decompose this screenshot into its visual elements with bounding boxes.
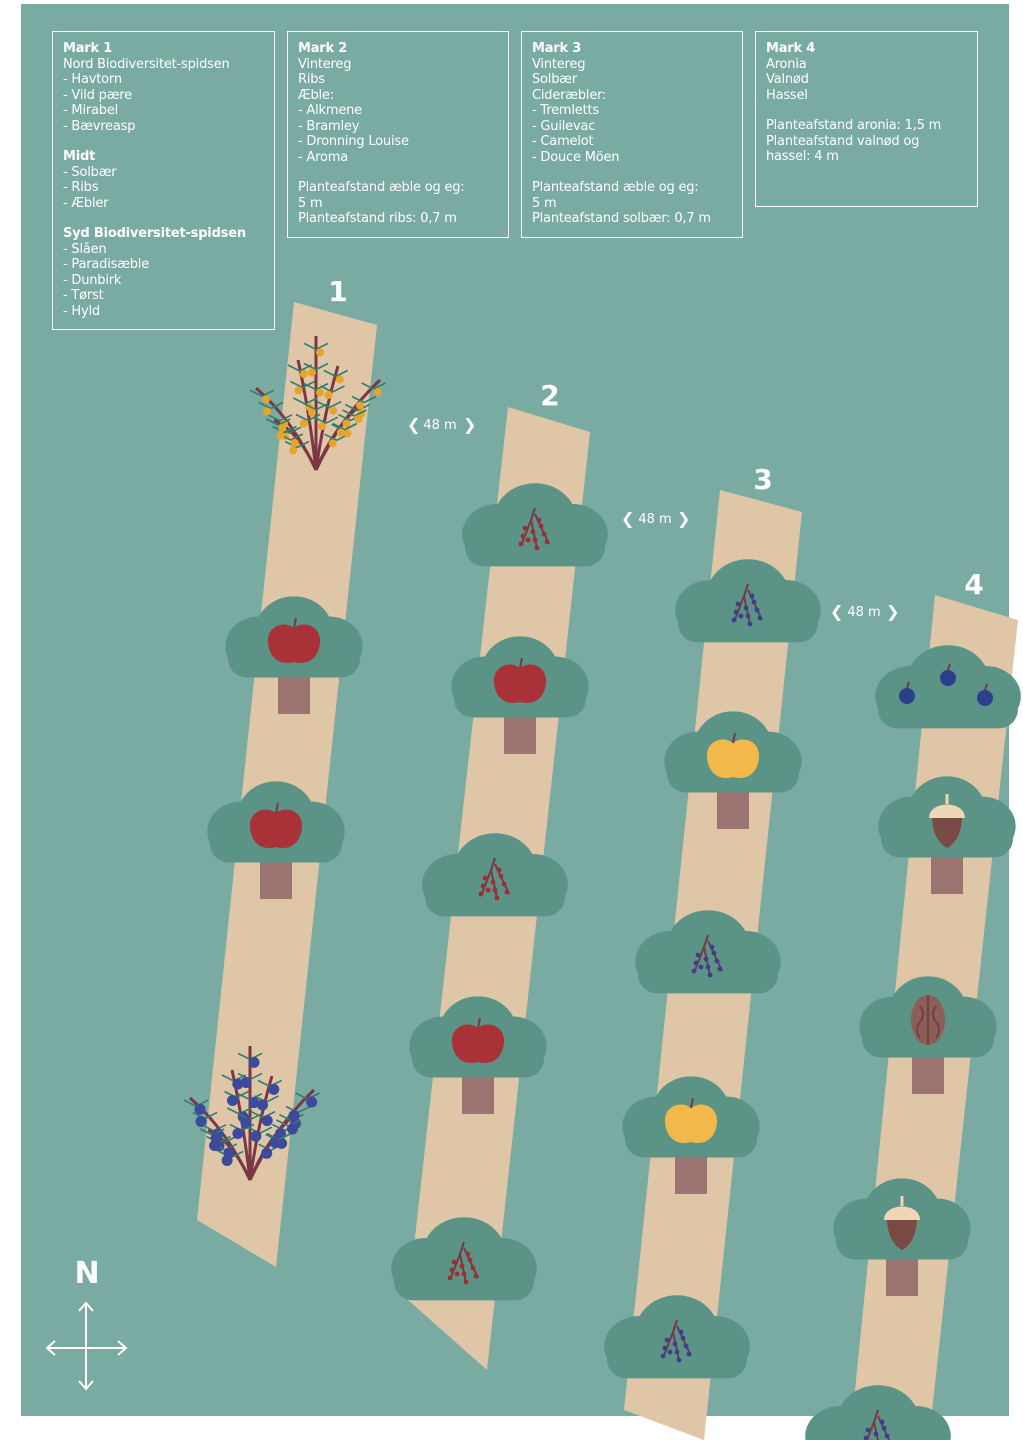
legend-line: - Bævreasp [63, 119, 264, 135]
legend-line: Solbær [532, 72, 732, 88]
legend-line: Æble: [298, 88, 498, 104]
legend-line: Valnød [766, 72, 967, 88]
legend-line: - Camelot [532, 134, 732, 150]
distance-label: 48 m [847, 605, 880, 620]
field-number-2: 2 [540, 379, 559, 412]
legend-line: - Æbler [63, 196, 264, 212]
distance-arrows-icon: ❯ [677, 509, 690, 528]
legend-line: - Dunbirk [63, 273, 264, 289]
legend-line: Cideræbler: [532, 88, 732, 104]
legend-line: - Bramley [298, 119, 498, 135]
legend-line: Nord Biodiversitet-spidsen [63, 57, 264, 73]
legend-line: - Ribs [63, 180, 264, 196]
legend-line: - Hyld [63, 304, 264, 320]
distance-arrows-icon: ❯ [463, 415, 476, 434]
legend-line: - Slåen [63, 242, 264, 258]
legend-line: - Aroma [298, 150, 498, 166]
legend-line: Planteafstand aronia: 1,5 m [766, 118, 967, 134]
legend-line: Ribs [298, 72, 498, 88]
legend-line: - Dronning Louise [298, 134, 498, 150]
legend-heading: Mark 4 [766, 41, 967, 57]
legend-line: Aronia [766, 57, 967, 73]
legend-spacer [63, 211, 264, 226]
legend-line: Vintereg [298, 57, 498, 73]
distance-label: 48 m [423, 418, 456, 433]
distance-label-2-3: ❮ 48 m ❯ [621, 509, 690, 528]
legend-line: - Tremletts [532, 103, 732, 119]
legend-spacer [63, 134, 264, 149]
distance-arrows-icon: ❮ [621, 509, 634, 528]
legend-line: - Alkmene [298, 103, 498, 119]
legend-line: Planteafstand ribs: 0,7 m [298, 211, 498, 227]
legend-spacer [766, 103, 967, 118]
field-number-4: 4 [964, 568, 983, 601]
legend-line: hassel: 4 m [766, 149, 967, 165]
legend-spacer [532, 165, 732, 180]
legend-line: Planteafstand æble og eg: [298, 180, 498, 196]
legend-heading: Mark 2 [298, 41, 498, 57]
distance-arrows-icon: ❮ [407, 415, 420, 434]
field-number-3: 3 [753, 463, 772, 496]
legend-line: - Paradisæble [63, 257, 264, 273]
legend-heading: Mark 3 [532, 41, 732, 57]
legend-line: 5 m [532, 196, 732, 212]
distance-label-1-2: ❮ 48 m ❯ [407, 415, 476, 434]
legend-line: Planteafstand solbær: 0,7 m [532, 211, 732, 227]
legend-line: Vintereg [532, 57, 732, 73]
legend-line: - Solbær [63, 165, 264, 181]
legend-heading: Midt [63, 149, 264, 165]
legend-line: Hassel [766, 88, 967, 104]
legend-line: 5 m [298, 196, 498, 212]
distance-label-3-4: ❮ 48 m ❯ [830, 602, 899, 621]
legend-line: - Guilevac [532, 119, 732, 135]
compass-label-north: N [74, 1256, 99, 1291]
legend-line: - Douce Möen [532, 150, 732, 166]
distance-label: 48 m [638, 512, 671, 527]
legend-line: - Vild pære [63, 88, 264, 104]
legend-line: Planteafstand valnød og [766, 134, 967, 150]
legend-line: - Mirabel [63, 103, 264, 119]
distance-arrows-icon: ❮ [830, 602, 843, 621]
legend-heading: Syd Biodiversitet-spidsen [63, 226, 264, 242]
field-number-1: 1 [328, 275, 347, 308]
legend-heading: Mark 1 [63, 41, 264, 57]
legend-line: Planteafstand æble og eg: [532, 180, 732, 196]
distance-arrows-icon: ❯ [886, 602, 899, 621]
legend-line: - Havtorn [63, 72, 264, 88]
legend-line: - Tørst [63, 288, 264, 304]
legend-spacer [298, 165, 498, 180]
